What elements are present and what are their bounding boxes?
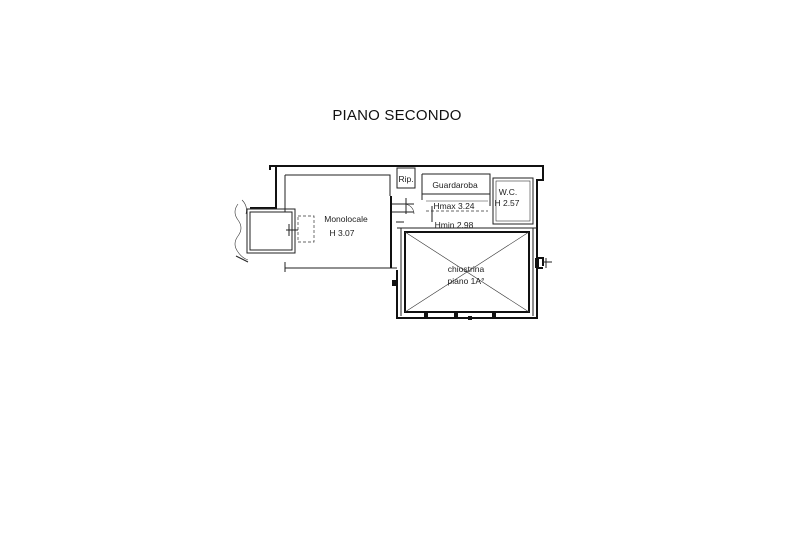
room-wc <box>492 177 534 225</box>
plan-title: PIANO SECONDO <box>332 107 461 124</box>
room-labels: Monolocale H 3.07 Rip. Guardaroba Hmax 3… <box>324 174 520 286</box>
label-monolocale: Monolocale <box>324 214 368 224</box>
label-chiostrina-level: piano 1A° <box>448 276 485 286</box>
label-wc-height: H 2.57 <box>494 198 519 208</box>
label-guardaroba-hmax: Hmax 3.24 <box>433 201 474 211</box>
room-chiostrina <box>397 227 537 316</box>
label-wc: W.C. <box>499 187 517 197</box>
door-symbols <box>392 198 415 223</box>
dashed-fixture <box>286 215 315 243</box>
label-guardaroba: Guardaroba <box>432 180 478 190</box>
label-chiostrina: chiostrina <box>448 264 485 274</box>
wall-ticks <box>392 258 552 320</box>
room-guardaroba <box>421 173 491 222</box>
left-annex <box>234 199 296 263</box>
label-monolocale-height: H 3.07 <box>329 228 354 238</box>
label-guardaroba-hmin: Hmin 2.98 <box>435 220 474 230</box>
room-ripostiglio <box>396 167 416 189</box>
label-ripostiglio: Rip. <box>398 174 413 184</box>
room-monolocale <box>284 174 397 272</box>
